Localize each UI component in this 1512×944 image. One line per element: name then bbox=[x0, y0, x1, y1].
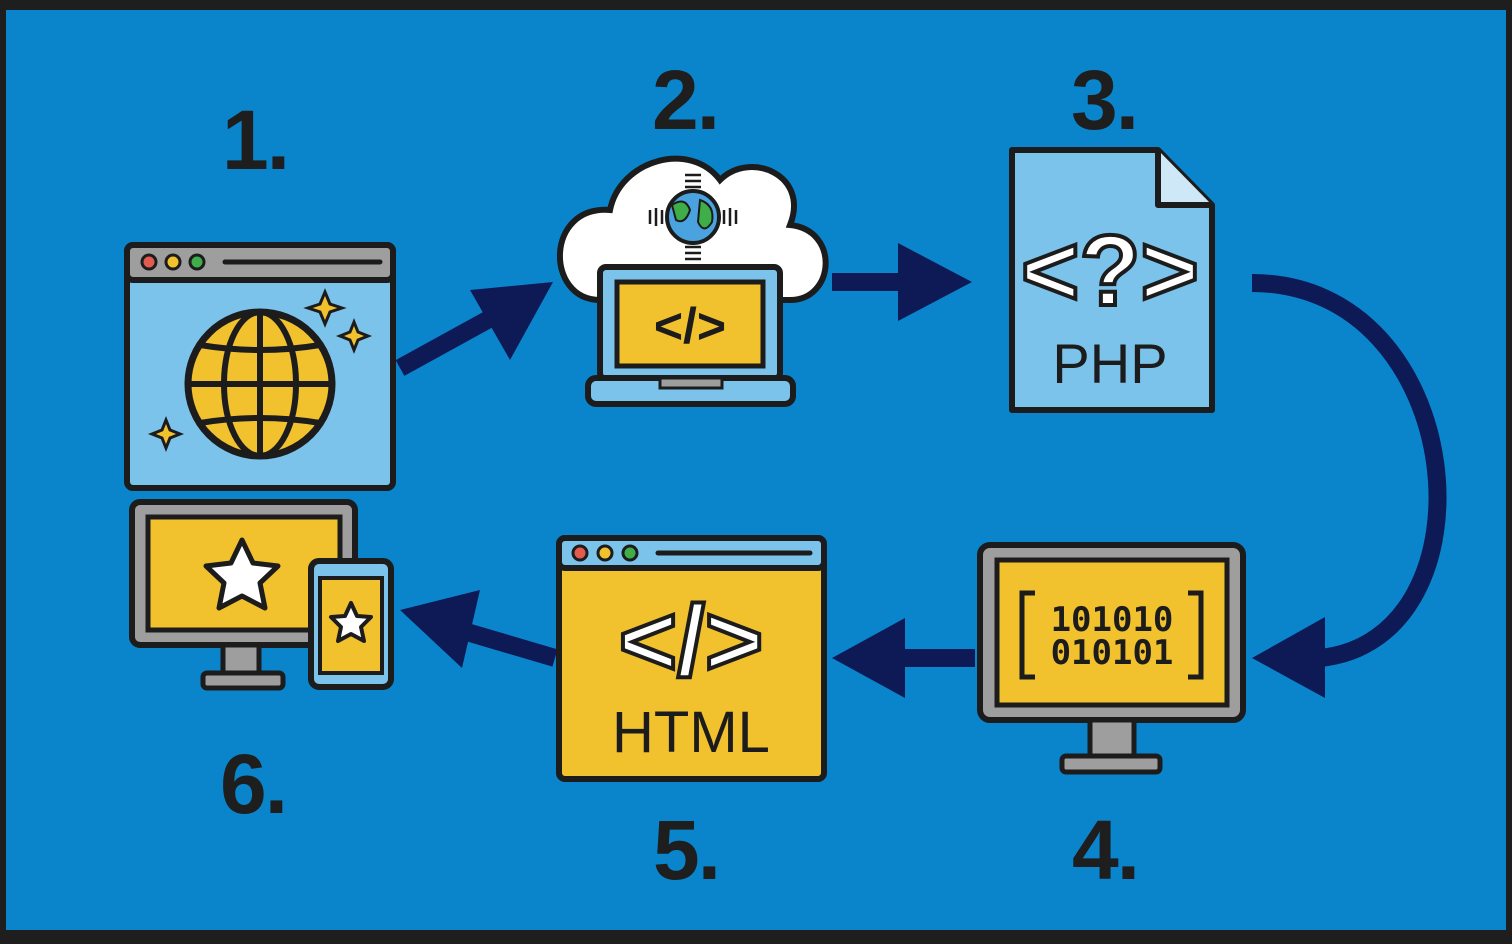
binary-monitor-icon: 101010 010101 bbox=[977, 542, 1246, 775]
arrow-2-to-3 bbox=[832, 243, 972, 321]
arrow-3-to-4 bbox=[1251, 274, 1447, 698]
html-window-icon: </> HTML bbox=[556, 535, 827, 782]
step-number-1: 1. bbox=[222, 93, 290, 187]
cloud-server-laptop-icon: </> bbox=[556, 155, 829, 407]
arrow-5-to-6 bbox=[400, 590, 558, 668]
browser-globe-icon bbox=[124, 242, 396, 491]
step-number-2: 2. bbox=[652, 53, 720, 147]
html-code-glyph: </> bbox=[619, 585, 764, 697]
php-glyph: <?> bbox=[1021, 215, 1199, 327]
laptop-code-glyph: </> bbox=[654, 298, 726, 354]
php-label: PHP bbox=[1052, 332, 1167, 395]
php-file-icon: <?> PHP bbox=[1009, 147, 1215, 413]
html-label: HTML bbox=[612, 700, 770, 765]
arrow-1-to-2 bbox=[395, 282, 553, 376]
arrow-4-to-5 bbox=[832, 618, 975, 698]
step-number-6: 6. bbox=[220, 737, 288, 831]
step-number-4: 4. bbox=[1072, 803, 1140, 897]
binary-line-1: 101010 bbox=[1051, 600, 1174, 640]
arrows bbox=[395, 243, 1447, 698]
binary-line-2: 010101 bbox=[1051, 633, 1174, 673]
step-number-5: 5. bbox=[653, 803, 721, 897]
step-number-3: 3. bbox=[1071, 53, 1139, 147]
devices-star-icon bbox=[129, 499, 394, 691]
